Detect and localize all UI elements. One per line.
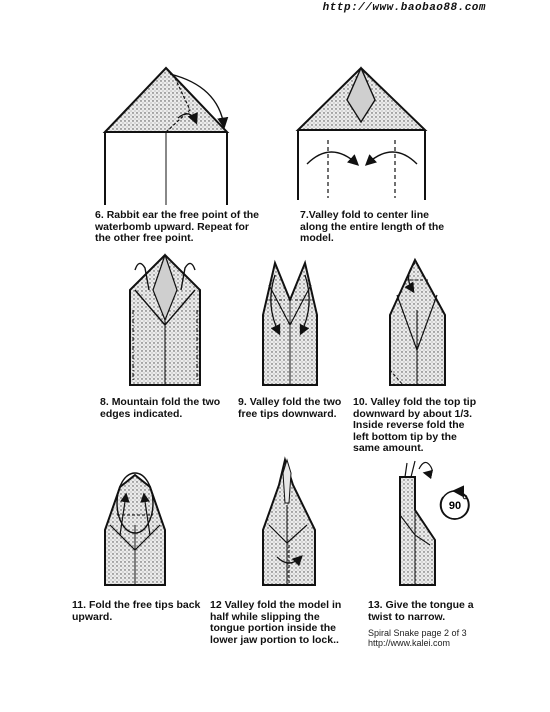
step-9-caption: 9. Valley fold the two free tips downwar… [238, 396, 348, 420]
step-11-diagram [100, 465, 170, 590]
step-text: Valley fold to center line along the ent… [300, 209, 445, 244]
step-10-diagram [385, 255, 455, 390]
step-number: 13. [368, 599, 383, 611]
step-13-diagram: 90 [395, 455, 485, 590]
step-12-caption: 12 Valley fold the model in half while s… [210, 599, 355, 646]
step-text: Give the tongue a twist to narrow. [368, 599, 474, 623]
step-number: 6. [95, 209, 104, 221]
step-13-caption: 13. Give the tongue a twist to narrow. [368, 599, 488, 623]
step-7-diagram [295, 60, 435, 210]
step-8-caption: 8. Mountain fold the two edges indicated… [100, 396, 230, 420]
step-10-caption: 10. Valley fold the top tip downward by … [353, 396, 483, 455]
step-number: 11. [72, 599, 87, 611]
step-9-diagram [255, 255, 325, 390]
step-text: Valley fold the top tip downward by abou… [353, 396, 477, 454]
step-number: 12 [210, 599, 222, 611]
rotation-label: 90 [449, 500, 461, 512]
step-number: 10. [353, 396, 368, 408]
step-6-caption: 6. Rabbit ear the free point of the wate… [95, 209, 265, 245]
step-7-caption: 7.Valley fold to center line along the e… [300, 209, 450, 245]
step-number: 7. [300, 209, 309, 221]
step-text: Mountain fold the two edges indicated. [100, 396, 221, 420]
step-text: Rabbit ear the free point of the waterbo… [95, 209, 259, 244]
step-12-diagram [255, 455, 325, 590]
step-number: 8. [100, 396, 109, 408]
step-text: Valley fold the model in half while slip… [210, 599, 342, 646]
step-6-diagram [100, 60, 240, 210]
footer-note: Spiral Snake page 2 of 3 http://www.kale… [368, 628, 508, 648]
step-11-caption: 11. Fold the free tips back upward. [72, 599, 202, 623]
step-number: 9. [238, 396, 247, 408]
footer-title: Spiral Snake page 2 of 3 [368, 628, 467, 638]
step-8-diagram [125, 250, 205, 390]
footer-url: http://www.kalei.com [368, 638, 451, 648]
step-text: Fold the free tips back upward. [72, 599, 201, 623]
header-url: http://www.baobao88.com [322, 2, 486, 14]
step-text: Valley fold the two free tips downward. [238, 396, 342, 420]
